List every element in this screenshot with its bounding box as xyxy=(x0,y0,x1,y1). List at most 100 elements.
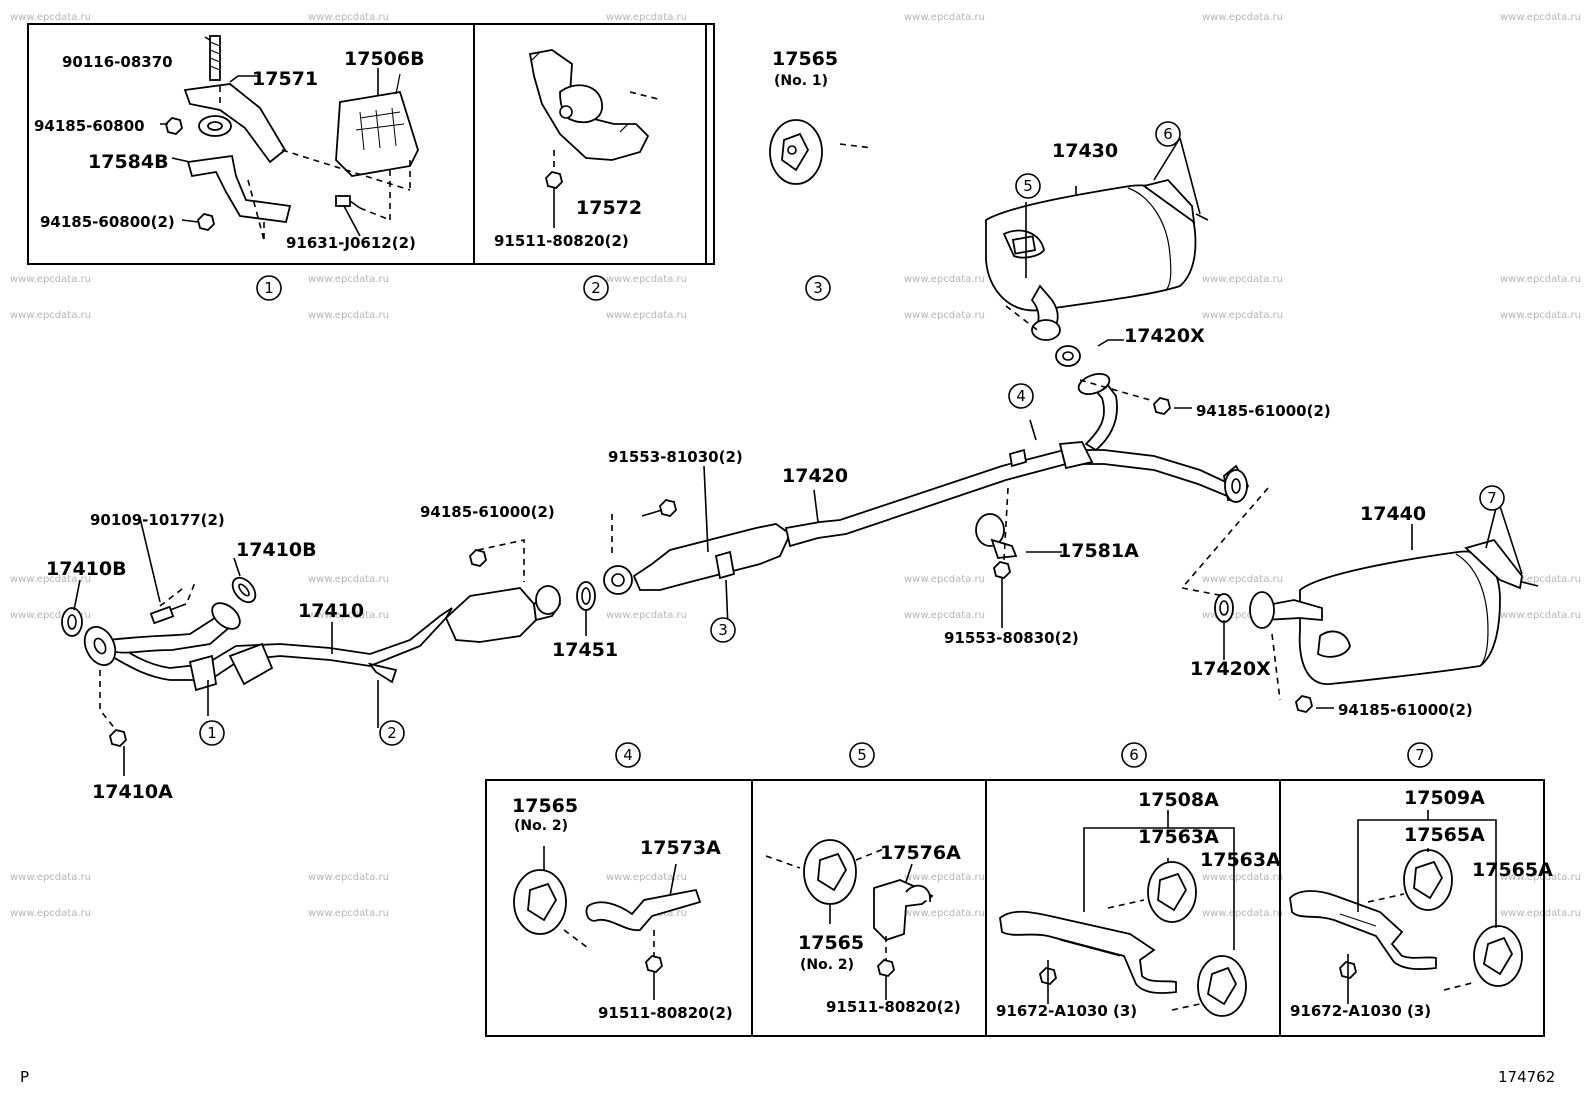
label-94185-61000-top: 94185-61000(2) xyxy=(1196,402,1331,420)
label-17563A-a: 17563A xyxy=(1138,826,1219,848)
label-17565-box4: 17565 xyxy=(512,795,578,817)
label-17581A: 17581A xyxy=(1058,540,1139,562)
center-pipe-17420 xyxy=(603,373,1250,595)
label-no2-box4: (No. 2) xyxy=(514,818,568,834)
watermark: www.epcdata.ru xyxy=(1500,574,1581,585)
hanger-bracket-17572 xyxy=(528,49,650,161)
label-17506B: 17506B xyxy=(344,48,425,70)
label-17571: 17571 xyxy=(252,68,318,90)
label-17572: 17572 xyxy=(576,197,642,219)
nut-94185-61000-a xyxy=(469,549,487,567)
bolt-90109 xyxy=(149,603,187,625)
label-17565-box3: 17565 xyxy=(772,48,838,70)
svg-text:2: 2 xyxy=(591,279,601,297)
box-1-3-frame xyxy=(27,23,715,265)
screw-91511-box5 xyxy=(877,959,895,1000)
heat-shield-17506B xyxy=(335,73,419,177)
watermark: www.epcdata.ru xyxy=(1500,872,1581,883)
watermark: www.epcdata.ru xyxy=(308,274,389,285)
muffler-17430 xyxy=(985,178,1209,341)
watermark: www.epcdata.ru xyxy=(904,274,985,285)
watermark: www.epcdata.ru xyxy=(904,908,985,919)
watermark: www.epcdata.ru xyxy=(904,310,985,321)
box5-leaders xyxy=(829,863,913,924)
label-91672-A1030-box7: 91672-A1030 (3) xyxy=(1290,1002,1431,1020)
label-17420X-bottom: 17420X xyxy=(1190,658,1271,680)
box4-guides xyxy=(563,929,655,956)
svg-text:7: 7 xyxy=(1487,489,1497,507)
watermark: www.epcdata.ru xyxy=(606,12,687,23)
rubber-hanger-17565-no2-box5 xyxy=(803,839,857,905)
label-91553-80830: 91553-80830(2) xyxy=(944,629,1079,647)
svg-text:6: 6 xyxy=(1129,746,1139,764)
label-91511-80820-box5: 91511-80820(2) xyxy=(826,998,961,1016)
label-17573A: 17573A xyxy=(640,837,721,859)
svg-text:4: 4 xyxy=(1016,387,1026,405)
front-pipe-17410 xyxy=(83,602,453,692)
label-90109-10177: 90109-10177(2) xyxy=(90,511,225,529)
box1-guides xyxy=(219,86,411,241)
nut-94185-61000-c xyxy=(1295,695,1313,713)
box5-guides xyxy=(855,847,887,960)
watermark: www.epcdata.ru xyxy=(1202,274,1283,285)
watermark: www.epcdata.ru xyxy=(10,310,91,321)
label-17576A: 17576A xyxy=(880,842,961,864)
label-17410B-left: 17410B xyxy=(46,558,127,580)
hanger-17509A xyxy=(1289,890,1437,970)
bracket-17584B xyxy=(186,154,292,223)
screw-91511 xyxy=(545,171,563,228)
gasket-17410B-right xyxy=(231,576,257,604)
watermark: www.epcdata.ru xyxy=(1202,574,1283,585)
svg-text:2: 2 xyxy=(387,724,397,742)
svg-text:4: 4 xyxy=(623,746,633,764)
callout-3-2: 3 xyxy=(805,275,831,301)
label-91511-80820-box4: 91511-80820(2) xyxy=(598,1004,733,1022)
rubber-hanger-17565-no2-box4 xyxy=(513,869,567,935)
watermark: www.epcdata.ru xyxy=(10,574,91,585)
label-17410B-right: 17410B xyxy=(236,539,317,561)
watermark: www.epcdata.ru xyxy=(1202,872,1283,883)
rubber-hanger-17563A-a xyxy=(1147,861,1197,923)
leader-lines xyxy=(73,36,1523,776)
callout-2-1: 2 xyxy=(583,275,609,301)
label-no1: (No. 1) xyxy=(774,73,828,89)
callout-1-0: 1 xyxy=(256,275,282,301)
watermark: www.epcdata.ru xyxy=(606,610,687,621)
watermark: www.epcdata.ru xyxy=(606,274,687,285)
callout-1-3: 1 xyxy=(199,720,225,746)
footer-right: 174762 xyxy=(1498,1068,1555,1086)
label-17508A: 17508A xyxy=(1138,789,1219,811)
box2-pipe-stub xyxy=(629,91,663,101)
watermark: www.epcdata.ru xyxy=(904,12,985,23)
label-91631-J0612: 91631-J0612(2) xyxy=(286,234,416,252)
label-17420X-top: 17420X xyxy=(1124,325,1205,347)
box6-guides xyxy=(1107,899,1201,1011)
watermark: www.epcdata.ru xyxy=(308,574,389,585)
label-17451: 17451 xyxy=(552,639,618,661)
nut-94185-60800 xyxy=(165,117,183,135)
callout-2-4: 2 xyxy=(379,720,405,746)
watermark: www.epcdata.ru xyxy=(10,274,91,285)
label-17584B: 17584B xyxy=(88,151,169,173)
callout-5-7: 5 xyxy=(1015,173,1041,199)
svg-text:5: 5 xyxy=(857,746,867,764)
callout-3-5: 3 xyxy=(710,617,736,643)
watermark: www.epcdata.ru xyxy=(308,872,389,883)
label-17509A: 17509A xyxy=(1404,787,1485,809)
watermark: www.epcdata.ru xyxy=(1500,274,1581,285)
watermark: www.epcdata.ru xyxy=(606,310,687,321)
nut-94185-61000-b xyxy=(1153,397,1171,415)
label-91511-80820-box2: 91511-80820(2) xyxy=(494,232,629,250)
watermark: www.epcdata.ru xyxy=(308,310,389,321)
bracket-17576A xyxy=(873,879,934,942)
bolt-91553-81030 xyxy=(641,499,677,517)
hanger-17573A xyxy=(585,888,702,931)
gasket-17410B-left xyxy=(61,607,83,637)
box6-leaders xyxy=(1083,810,1235,950)
svg-text:1: 1 xyxy=(207,724,217,742)
nut-17410A xyxy=(109,729,127,747)
label-17410: 17410 xyxy=(298,600,364,622)
callout-6-8: 6 xyxy=(1155,121,1181,147)
